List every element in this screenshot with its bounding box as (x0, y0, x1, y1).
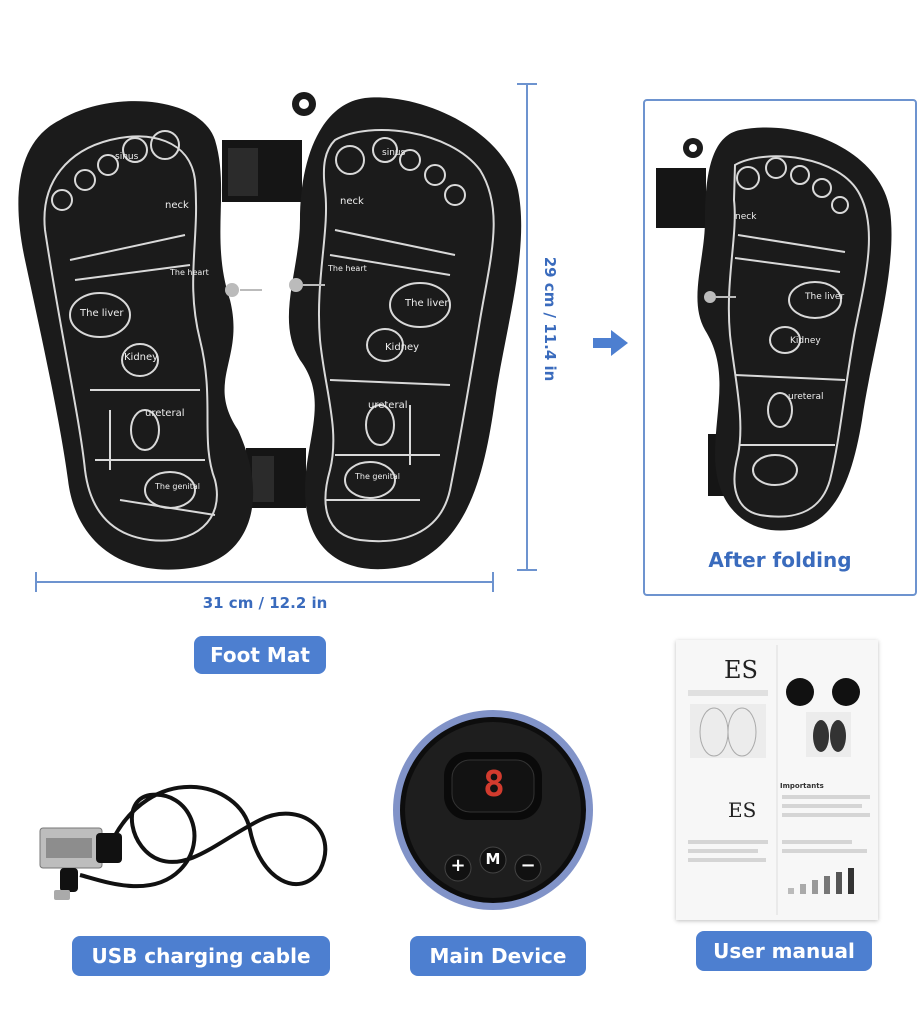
mat-label-ureteral-right: ureteral (368, 400, 408, 411)
mat-label-sinus: sinus (115, 152, 139, 162)
device-minus-button[interactable]: − (520, 855, 536, 876)
mat-label-neck-right: neck (340, 196, 364, 207)
mat-label-genital: The genital (155, 482, 200, 491)
width-dimension-label: 31 cm / 12.2 in (202, 594, 328, 612)
foot-mat-label: Foot Mat (194, 636, 326, 674)
mat-label-ureteral: ureteral (145, 408, 185, 419)
usb-cable-label: USB charging cable (72, 936, 330, 976)
mat-label-genital-right: The genital (355, 472, 400, 481)
mat-label-liver-right: The liver (405, 298, 449, 309)
main-device-label: Main Device (410, 936, 586, 976)
device-display-digit: 8 (483, 764, 505, 805)
mat-label-heart: The heart (170, 268, 209, 277)
device-mode-button[interactable]: M (485, 850, 501, 868)
user-manual-image: ES ES Importants (676, 640, 878, 920)
mat-label-neck: neck (165, 200, 189, 211)
mat-label-sinus-right: sinus (382, 148, 406, 158)
mat-label-liver: The liver (80, 308, 124, 319)
mat-label-heart-right: The heart (328, 264, 367, 273)
mat-label-kidney-right: Kidney (385, 342, 420, 353)
folded-mat-label-liver: The liver (805, 292, 845, 302)
mat-label-kidney: Kidney (124, 352, 159, 363)
manual-importants-heading: Importants (780, 782, 824, 790)
device-plus-button[interactable]: + (450, 855, 466, 876)
user-manual-label: User manual (696, 931, 872, 971)
after-folding-caption: After folding (708, 548, 852, 572)
manual-brand-bottom: ES (728, 798, 757, 822)
folded-view-frame (643, 99, 917, 596)
folded-mat-label-ureteral: ureteral (788, 392, 824, 402)
folded-mat-label-neck: neck (735, 212, 757, 222)
manual-brand-top: ES (724, 656, 758, 684)
folded-mat-label-kidney: Kidney (790, 336, 821, 346)
